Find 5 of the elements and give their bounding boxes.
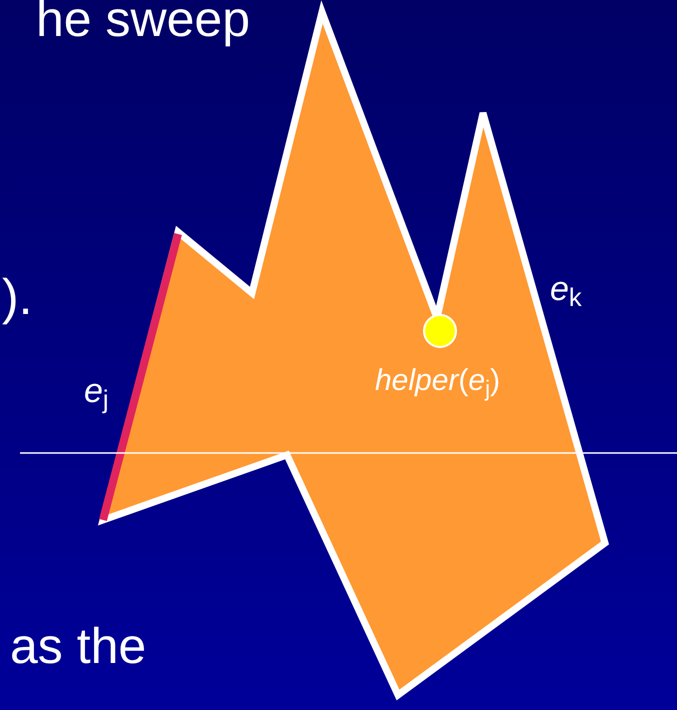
slide-text: as the [10,617,146,676]
variable-label: e$_{j}$ [84,371,109,412]
slide-text: ). [2,268,33,327]
vertex-label: helper(e$_{j}$) [375,363,500,400]
variable-label: e$_{k}$ [550,269,582,310]
